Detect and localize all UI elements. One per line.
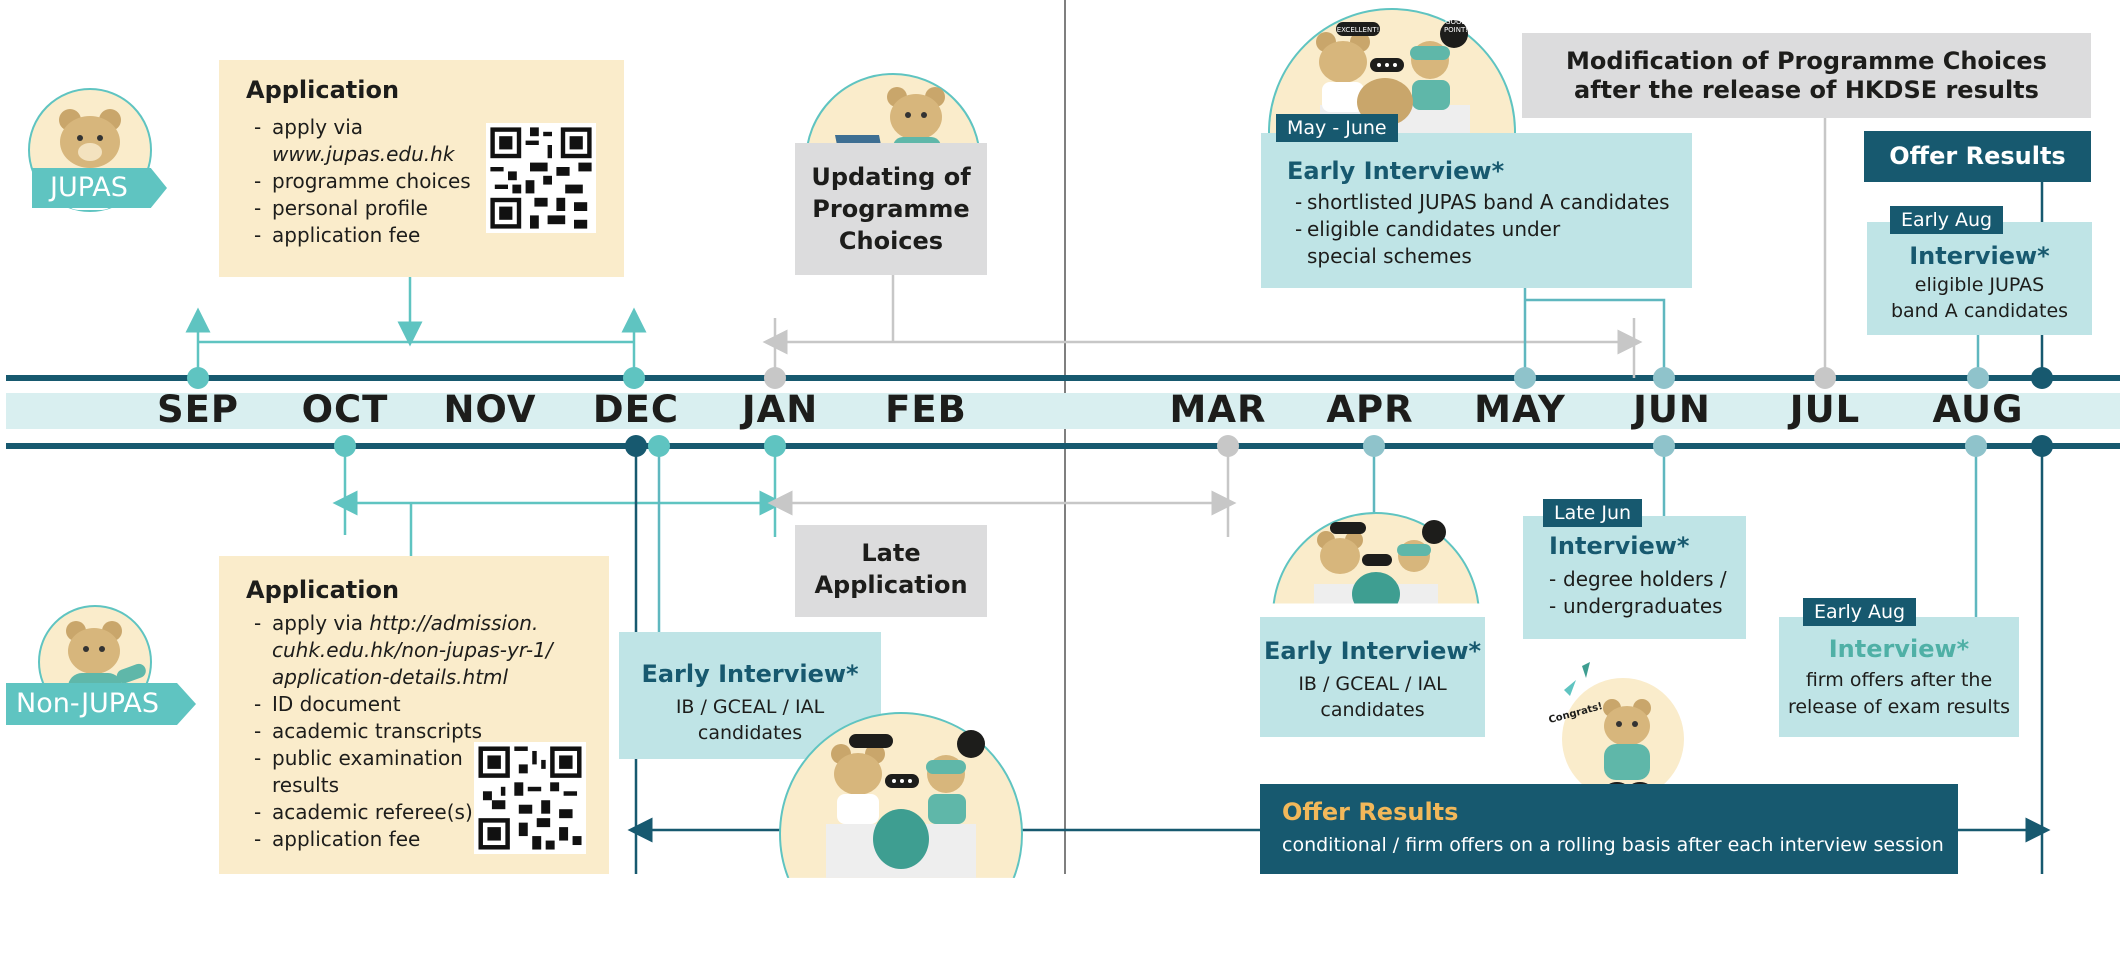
month-jul: JUL [1789,388,1861,431]
modification-box: Modification of Programme Choices after … [1522,33,2091,118]
list-item: ID document [246,691,609,718]
timeline-band [6,393,2120,429]
nonjupas-early-interview-dec-title: Early Interview* [641,660,859,688]
qr-code-icon [478,746,582,850]
nonjupas-url-2[interactable]: cuhk.edu.hk/non-jupas-yr-1/ [272,638,553,662]
modification-line-1: Modification of Programme Choices [1566,47,2047,75]
nonjupas-offer-results-text: conditional / firm offers on a rolling b… [1282,834,1944,856]
list-item: apply via http://admission. [246,610,609,637]
nonjupas-label-text: Non-JUPAS [16,688,159,719]
list-item: programme choices [246,168,624,195]
nonjupas-early-aug-box: Interview* firm offers after the release… [1779,617,2019,737]
jupas-aug-interview-box: Interview* eligible JUPAS band A candida… [1867,222,2092,335]
nonjupas-early-interview-apr-line-2: candidates [1320,699,1425,721]
jupas-application-title: Application [246,76,400,104]
nonjupas-late-bracket [767,446,1237,537]
jupas-aug-interview-title: Interview* [1909,242,2050,270]
nonjupas-url-3[interactable]: application-details.html [272,665,509,689]
list-item: degree holders / [1549,566,1746,593]
list-item: public examination [246,745,609,772]
month-jan: JAN [741,388,819,431]
nonjupas-early-interview-apr-line-1: IB / GCEAL / IAL [1298,673,1447,695]
list-item: eligible candidates under [1287,216,1692,243]
nonjupas-early-interview-apr-box: Early Interview* IB / GCEAL / IAL candid… [1260,617,1485,737]
good-point-text: GOOD POINT! [1443,18,1469,34]
interview-bears-icon [826,730,985,878]
modification-line-2: after the release of HKDSE results [1574,76,2039,104]
interview-bears-icon [1314,520,1446,604]
jupas-aug-interview-line-1: eligible JUPAS [1914,274,2045,296]
jupas-early-interview-box: Early Interview* shortlisted JUPAS band … [1261,133,1692,288]
nonjupas-qr-code[interactable] [474,742,586,854]
month-feb: FEB [885,388,967,431]
nonjupas-label: Non-JUPAS [6,683,196,725]
list-item: undergraduates [1549,593,1746,620]
excellent-bubble: EXCELLENT! [1337,26,1380,34]
nonjupas-early-interview-apr-title: Early Interview* [1263,637,1482,665]
nonjupas-cont: results [272,773,340,797]
month-nov: NOV [443,388,537,431]
may-june-tag: May - June [1276,114,1398,142]
nonjupas-application-bracket [332,446,785,556]
list-item: application fee [246,222,624,249]
timeline-dots-bottom [334,435,2053,457]
month-jun: JUN [1633,388,1711,431]
late-application-line-2: Application [814,571,968,599]
nonjupas-early-interview-dec-line-2: candidates [697,722,803,744]
nonjupas-early-aug-title: Interview* [1828,635,1970,663]
good-point-bubble: GOOD POINT! [1438,18,1474,34]
early-int-cont: special schemes [1307,244,1472,268]
late-jun-interview-title: Interview* [1549,532,1690,560]
jupas-label: JUPAS [32,168,167,208]
month-oct: OCT [301,388,389,431]
list-item: personal profile [246,195,624,222]
late-application-box: Late Application [795,525,987,617]
late-jun-tag: Late Jun [1543,499,1643,527]
nonjupas-early-aug-tag: Early Aug [1803,598,1917,626]
nonjupas-offer-results-title: Offer Results [1282,798,1459,826]
month-mar: MAR [1169,388,1267,431]
nonjupas-early-aug-line-1: firm offers after the [1805,669,1993,691]
timeline-dots-top [187,367,2053,389]
nonjupas-application-title: Application [246,576,400,604]
list-item: application fee [246,826,609,853]
jupas-aug-interview-line-2: band A candidates [1890,300,2069,322]
late-jun-interview-box: Interview* degree holders / undergraduat… [1523,516,1746,639]
nonjupas-url-1[interactable]: http://admission. [369,611,539,635]
jupas-early-aug-tag: Early Aug [1890,206,2004,234]
list-item: academic transcripts [246,718,609,745]
month-apr: APR [1326,388,1414,431]
jupas-offer-results-box: Offer Results [1864,131,2091,182]
list-item: apply via [246,114,624,141]
interview-illustration-dec [779,712,1023,878]
nonjupas-offer-results-box: Offer Results conditional / firm offers … [1260,784,1958,874]
list-item: academic referee(s) [246,799,609,826]
timeline-graphics [6,0,2120,874]
jupas-label-text: JUPAS [50,172,128,203]
month-dec: DEC [592,388,680,431]
jupas-offer-results-text: Offer Results [1889,142,2066,170]
list-item: shortlisted JUPAS band A candidates [1287,189,1692,216]
jupas-qr-code[interactable] [486,123,596,233]
late-application-line-1: Late [861,539,921,567]
month-aug: AUG [1932,388,2024,431]
jupas-url[interactable]: www.jupas.edu.hk [272,142,455,166]
month-sep: SEP [156,388,240,431]
apply-via-text: apply via [272,611,364,635]
updating-programme-text: Updating of Programme Choices [811,163,971,255]
confetti-icon [1564,662,1590,696]
jupas-application-bracket [185,277,647,378]
interview-illustration-apr [1272,512,1480,604]
nonjupas-early-interview-dec-line-1: IB / GCEAL / IAL [675,696,825,718]
updating-programme-box: Updating of Programme Choices [795,143,987,275]
jupas-early-interview-title: Early Interview* [1287,157,1505,185]
jupas-application-box: Application apply via www.jupas.edu.hk p… [219,60,624,277]
qr-code-icon [490,127,592,229]
month-may: MAY [1474,388,1566,431]
nonjupas-early-aug-line-2: release of exam results [1787,696,2011,718]
